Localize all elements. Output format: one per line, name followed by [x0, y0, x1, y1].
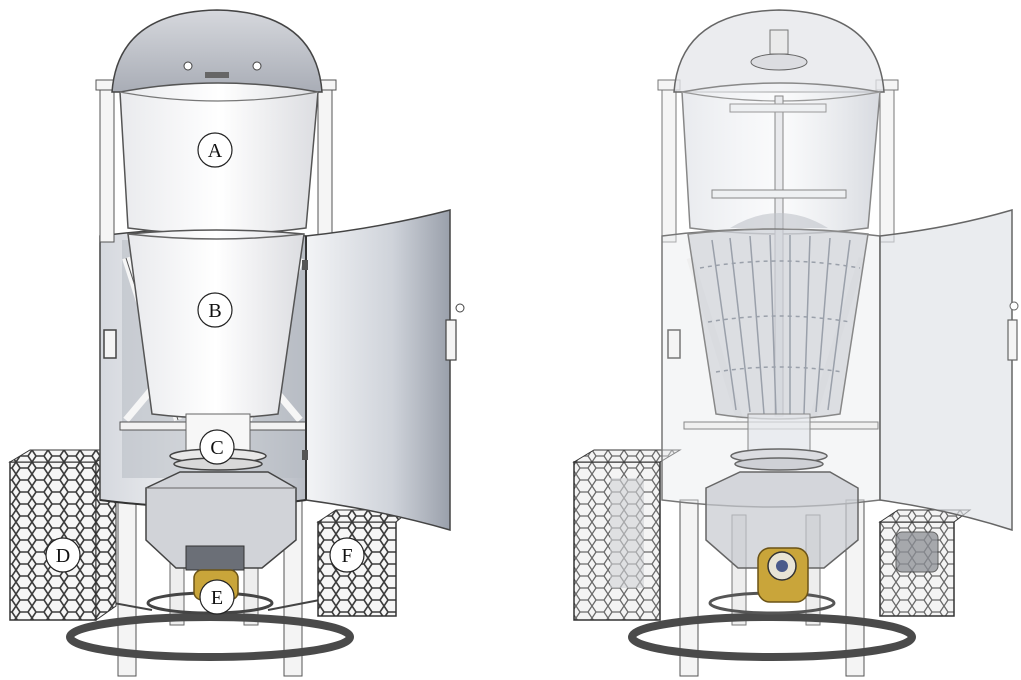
door[interactable]	[305, 209, 451, 531]
neck	[747, 413, 811, 455]
door[interactable]	[879, 209, 1013, 532]
svg-text:C: C	[210, 437, 223, 459]
svg-text:D: D	[56, 545, 70, 567]
filter-box-left	[572, 449, 682, 621]
callout-d: D	[45, 537, 81, 573]
callout-f: F	[329, 537, 365, 573]
callout-c: C	[199, 429, 235, 465]
transparent-view	[572, 9, 1019, 677]
svg-text:E: E	[211, 587, 223, 609]
latch	[103, 329, 117, 359]
post	[879, 81, 895, 243]
callout-b: B	[197, 292, 233, 328]
svg-text:B: B	[208, 300, 221, 322]
post	[661, 81, 677, 243]
callout-e: E	[199, 579, 235, 615]
door-handle[interactable]	[1007, 319, 1018, 361]
callout-a: A	[197, 132, 233, 168]
base-ring	[628, 613, 916, 661]
door-handle[interactable]	[445, 319, 457, 361]
leg	[679, 499, 699, 677]
post	[317, 81, 333, 243]
collection-hopper	[705, 471, 859, 569]
screen-ribs	[699, 234, 861, 416]
dome	[111, 9, 323, 93]
post	[99, 81, 115, 243]
filter-box-right	[878, 509, 972, 617]
base-ring	[66, 613, 354, 661]
svg-text:A: A	[208, 140, 223, 162]
opaque-view	[8, 9, 465, 677]
collection-hopper	[145, 471, 297, 569]
svg-text:F: F	[341, 545, 352, 567]
